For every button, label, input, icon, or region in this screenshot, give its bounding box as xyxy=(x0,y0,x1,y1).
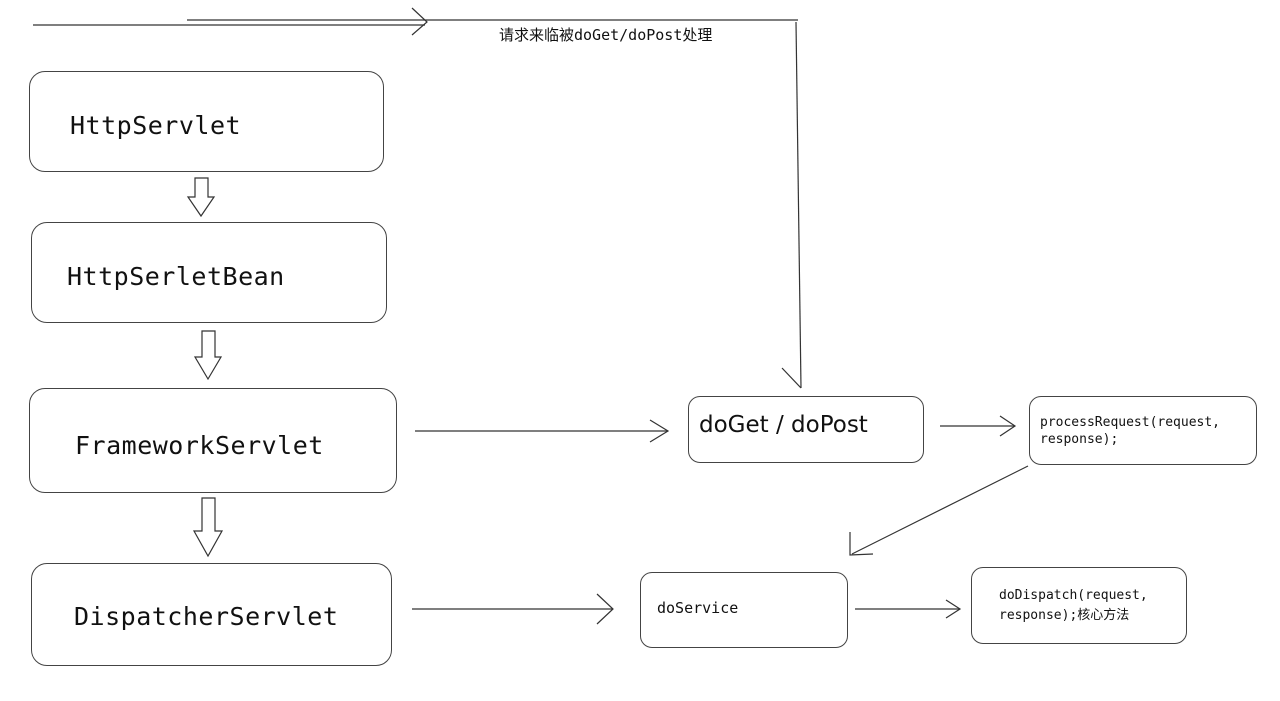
class-box-httpservlet: HttpServlet xyxy=(29,71,384,172)
class-label-httpserletbean: HttpSerletBean xyxy=(67,262,285,291)
class-box-dispatcherservlet: DispatcherServlet xyxy=(31,563,392,666)
arrow-framework-to-doget-head xyxy=(649,419,670,443)
method-label-doget-dopost: doGet / doPost xyxy=(699,411,868,438)
method-label-doservice: doService xyxy=(657,598,739,617)
method-box-dodispatch: doDispatch(request, response);核心方法 xyxy=(971,567,1187,644)
method-label-dodispatch: doDispatch(request, response);核心方法 xyxy=(999,587,1148,623)
arrow-dispatcher-to-doservice-head xyxy=(596,593,614,625)
inherit-arrow-1 xyxy=(186,177,216,218)
method-label-processrequest: processRequest(request, response); xyxy=(1040,414,1221,447)
inherit-arrow-2 xyxy=(193,330,223,381)
class-box-frameworkservlet: FrameworkServlet xyxy=(29,388,397,493)
request-incoming-arrowhead xyxy=(411,7,428,36)
arrow-process-to-doservice xyxy=(851,465,1029,555)
request-down-arrowhead xyxy=(781,367,802,389)
arrow-doservice-to-dodispatch-head xyxy=(945,599,962,619)
class-label-frameworkservlet: FrameworkServlet xyxy=(75,431,324,460)
request-down-line xyxy=(795,21,802,389)
method-box-processrequest: processRequest(request, response); xyxy=(1029,396,1257,465)
class-box-httpserletbean: HttpSerletBean xyxy=(31,222,387,323)
method-box-doservice: doService xyxy=(640,572,848,648)
arrow-doget-to-process-head xyxy=(999,415,1017,437)
class-label-httpservlet: HttpServlet xyxy=(70,111,242,140)
request-annotation: 请求来临被doGet/doPost处理 xyxy=(499,26,713,44)
arrow-process-to-doservice-head xyxy=(849,532,874,556)
class-label-dispatcherservlet: DispatcherServlet xyxy=(74,602,339,631)
method-box-doget-dopost: doGet / doPost xyxy=(688,396,924,463)
inherit-arrow-3 xyxy=(192,497,224,558)
